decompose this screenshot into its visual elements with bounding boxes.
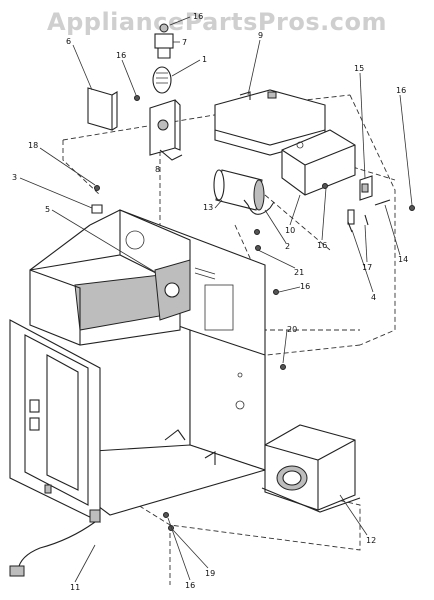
callout-7: 7 bbox=[182, 38, 187, 47]
callout-21: 21 bbox=[294, 268, 304, 277]
callout-5: 5 bbox=[45, 205, 50, 214]
power-cord bbox=[9, 521, 96, 577]
callout-4: 4 bbox=[371, 293, 376, 302]
lamp-socket bbox=[154, 23, 174, 59]
callout-16a: 16 bbox=[193, 12, 203, 21]
callout-16f: 16 bbox=[185, 581, 195, 590]
callout-17: 17 bbox=[362, 263, 372, 272]
screw-fasteners bbox=[91, 95, 415, 531]
callout-16e: 16 bbox=[300, 282, 310, 291]
component-housing bbox=[281, 129, 356, 196]
callout-20: 20 bbox=[287, 325, 297, 334]
callout-16c: 16 bbox=[396, 86, 406, 95]
small-hardware bbox=[347, 199, 391, 233]
callout-labels: 16 7 1 6 16 8 9 15 16 18 3 5 13 10 16 2 … bbox=[12, 12, 408, 592]
callout-3: 3 bbox=[12, 173, 17, 182]
callout-12: 12 bbox=[366, 536, 376, 545]
lamp-bracket bbox=[149, 99, 183, 161]
transformer bbox=[261, 424, 361, 513]
callout-16d: 16 bbox=[317, 241, 327, 250]
callout-11: 11 bbox=[70, 583, 80, 592]
callout-14: 14 bbox=[398, 255, 408, 264]
callout-13: 13 bbox=[203, 203, 213, 212]
callout-1: 1 bbox=[202, 55, 207, 64]
cover-plate bbox=[87, 87, 118, 131]
leader-lines bbox=[19, 16, 413, 583]
callout-2: 2 bbox=[285, 242, 290, 251]
callout-15: 15 bbox=[354, 64, 364, 73]
callout-10: 10 bbox=[285, 226, 295, 235]
callout-8: 8 bbox=[155, 165, 160, 174]
upper-bracket bbox=[214, 89, 326, 156]
capacitor-clip bbox=[243, 199, 275, 215]
capacitor bbox=[213, 169, 265, 211]
interlock-switch bbox=[359, 175, 373, 201]
callout-18: 18 bbox=[28, 141, 38, 150]
watermark: AppliancePartsPros.com bbox=[47, 8, 387, 36]
lamp-bulb bbox=[152, 66, 172, 94]
cabinet-chassis bbox=[9, 209, 267, 523]
callout-6: 6 bbox=[66, 37, 71, 46]
callout-19: 19 bbox=[205, 569, 215, 578]
callout-16b: 16 bbox=[116, 51, 126, 60]
callout-9: 9 bbox=[258, 31, 263, 40]
